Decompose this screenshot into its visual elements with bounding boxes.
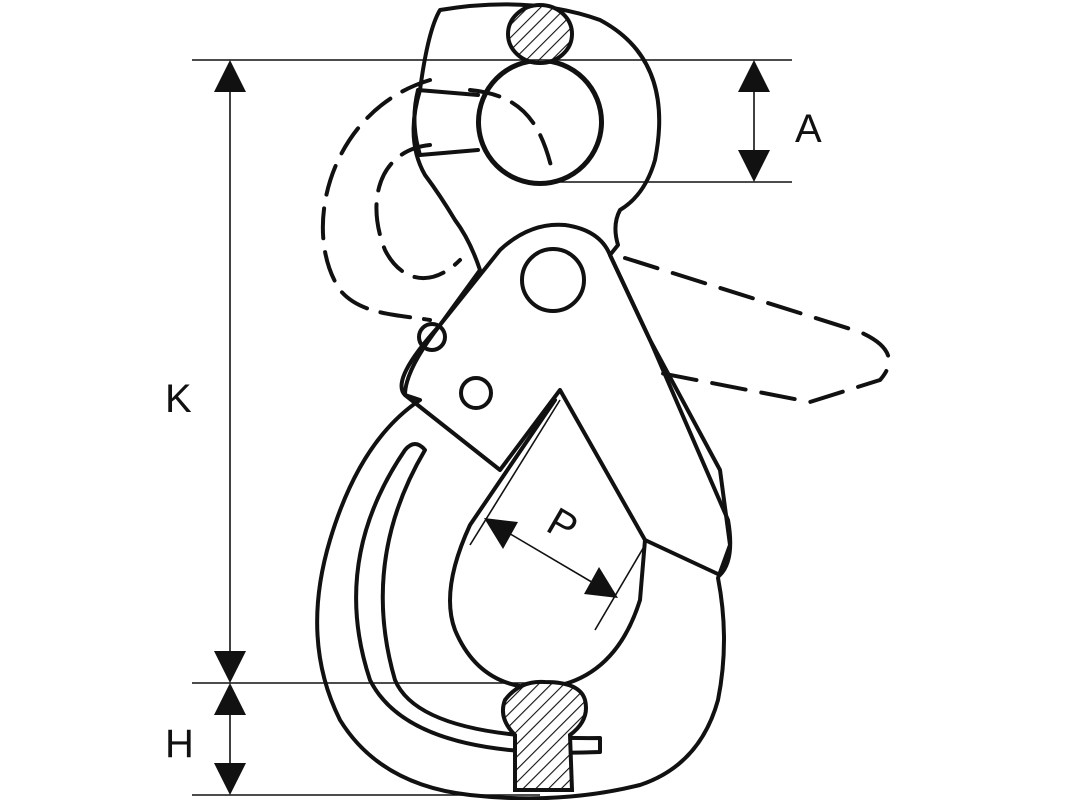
arrow-p-left <box>484 518 518 549</box>
arrow-k-bottom <box>214 651 246 683</box>
latch-open-position-right <box>623 256 891 404</box>
arrow-h-top <box>214 683 246 715</box>
p-ext-line-2 <box>594 544 646 631</box>
eye-inner-pin <box>477 59 603 185</box>
label-a: A <box>795 107 822 151</box>
latch-trigger-nub <box>417 322 447 352</box>
arrow-a-bottom <box>738 150 770 182</box>
bottom-section-hatch <box>501 679 588 792</box>
latch-pivot-pin <box>520 247 586 313</box>
arrow-h-bottom <box>214 763 246 795</box>
safety-latch <box>403 222 733 577</box>
eye-side-pin <box>412 88 480 157</box>
top-section-hatch <box>506 3 574 65</box>
arrow-k-top <box>214 60 246 92</box>
label-h: H <box>165 722 194 766</box>
arrow-a-top <box>738 60 770 92</box>
p-ext-line-1 <box>469 399 561 546</box>
hook-body <box>315 2 732 800</box>
arrow-p-right <box>584 567 618 598</box>
label-k: K <box>165 377 192 421</box>
latch-open-position-upper <box>320 78 554 322</box>
label-p: P <box>540 500 585 551</box>
latch-rivet <box>459 376 493 410</box>
hook-throat <box>448 398 647 691</box>
